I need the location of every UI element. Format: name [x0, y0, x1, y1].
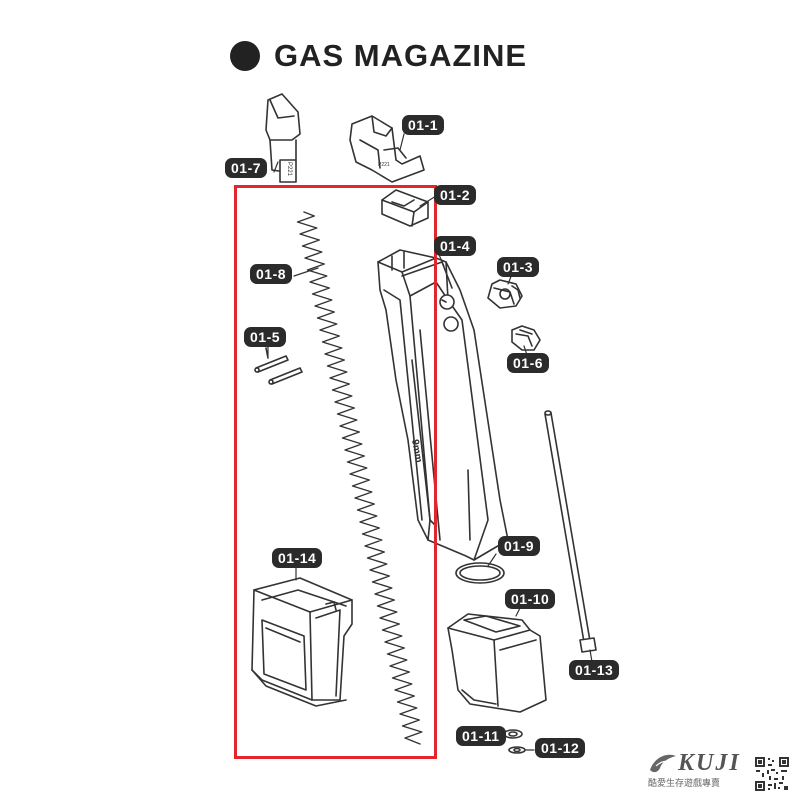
- diagram-title: GAS MAGAZINE: [230, 34, 527, 78]
- brand-caption: 酷愛生存遊戲專賣: [648, 779, 721, 789]
- part-label-01-7: 01-7: [225, 158, 268, 178]
- part-01-3-valve: [487, 279, 523, 309]
- part-01-7-lip: P221: [265, 93, 301, 183]
- engraving-lip: P221: [286, 162, 292, 177]
- part-label-01-8: 01-8: [250, 264, 293, 284]
- leader-lines: [267, 133, 593, 751]
- bullet-icon: [230, 41, 260, 71]
- part-label-01-10: 01-10: [505, 589, 556, 609]
- part-label-01-1: 01-1: [402, 115, 445, 135]
- svg-text:P221: P221: [378, 162, 390, 168]
- part-01-12-washer: [508, 746, 526, 754]
- part-label-01-5: 01-5: [244, 327, 287, 347]
- part-01-8-spring: [296, 211, 423, 745]
- part-01-13-rod: [544, 410, 597, 653]
- part-label-01-4: 01-4: [434, 236, 477, 256]
- part-label-01-3: 01-3: [497, 257, 540, 277]
- part-01-11-washer: [503, 729, 523, 739]
- part-01-5-pins: [254, 347, 303, 385]
- brand-name: KUJI: [678, 750, 741, 776]
- part-01-4-magazine-body: 9mm: [377, 249, 509, 561]
- part-01-1-feed-lip: P221: [349, 115, 425, 183]
- part-label-01-12: 01-12: [535, 738, 586, 758]
- part-label-01-13: 01-13: [569, 660, 620, 680]
- part-label-01-2: 01-2: [434, 185, 477, 205]
- part-01-10-base-plate: [447, 613, 547, 713]
- title-text: GAS MAGAZINE: [274, 38, 528, 73]
- part-01-6-screw: [511, 325, 541, 351]
- part-label-01-6: 01-6: [507, 353, 550, 373]
- part-01-9-o-ring: [455, 562, 505, 584]
- qr-code-icon: [754, 756, 790, 792]
- part-label-01-14: 01-14: [272, 548, 323, 568]
- part-label-01-9: 01-9: [498, 536, 541, 556]
- part-label-01-11: 01-11: [456, 726, 506, 746]
- part-01-14-base: [251, 577, 353, 707]
- brand-mark-icon: [650, 754, 676, 773]
- brand-logo: KUJI 酷愛生存遊戲專賣: [648, 748, 750, 789]
- highlight-box: [234, 185, 437, 759]
- engraving-9mm: 9mm: [409, 439, 424, 464]
- part-01-2-block: [381, 189, 429, 227]
